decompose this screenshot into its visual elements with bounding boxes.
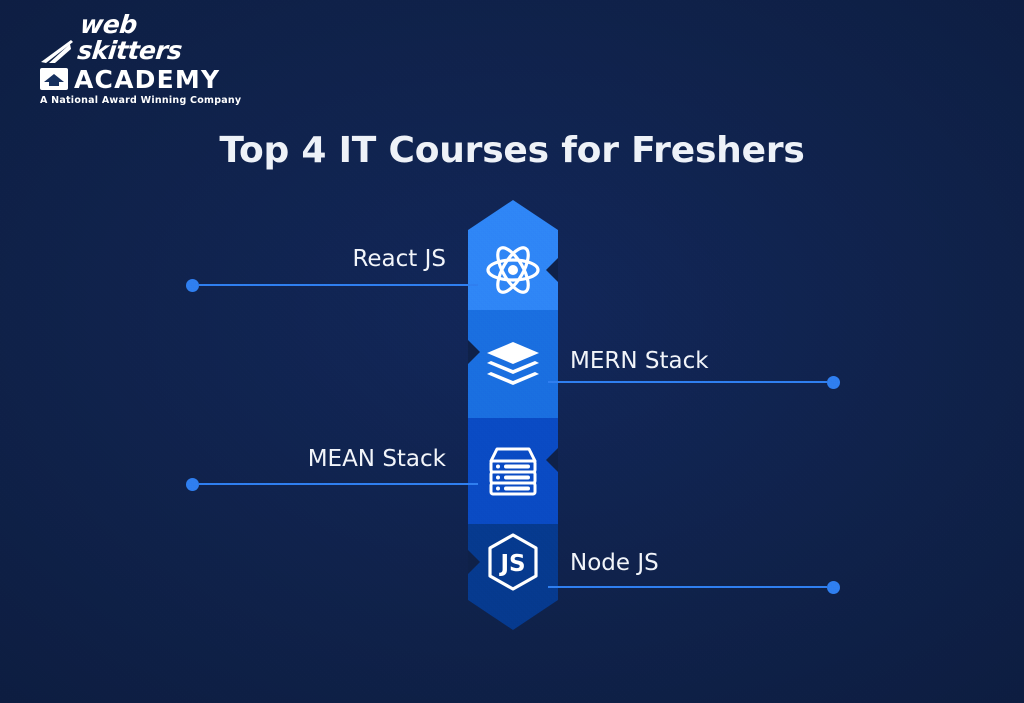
leader-line-2 (548, 375, 840, 389)
leader-stroke-3 (199, 483, 478, 485)
stacked-layers-icon (468, 310, 558, 418)
leader-dot-3 (186, 477, 199, 491)
nodejs-hexagon-js-icon: JS (468, 524, 558, 600)
brand-logo: web skitters ACADEMY A National Award Wi… (40, 10, 242, 106)
logo-tagline: A National Award Winning Company (40, 95, 242, 106)
leader-line-1 (186, 278, 478, 292)
server-rack-icon (468, 418, 558, 524)
leader-line-3 (186, 477, 478, 491)
leader-dot-1 (186, 278, 199, 292)
svg-text:JS: JS (498, 551, 525, 577)
leader-dot-4 (827, 580, 840, 594)
logo-academy-text: ACADEMY (74, 64, 221, 94)
label-node-js: Node JS (570, 550, 659, 576)
notch-left-2 (468, 340, 480, 364)
leader-stroke-1 (199, 284, 478, 286)
label-mern-stack: MERN Stack (570, 348, 709, 374)
leader-stroke-2 (548, 381, 827, 383)
notch-right-1 (546, 258, 558, 282)
swoosh-icon (40, 38, 76, 64)
leader-dot-2 (827, 375, 840, 389)
logo-academy-row: ACADEMY (40, 66, 230, 92)
react-atom-icon (468, 230, 558, 310)
label-mean-stack: MEAN Stack (307, 446, 446, 472)
banner-column: JS (468, 200, 558, 630)
label-react-js: React JS (352, 246, 446, 272)
logo-brand-name: web skitters (76, 10, 184, 65)
page-title: Top 4 IT Courses for Freshers (219, 130, 805, 171)
logo-wordmark-row: web skitters (40, 10, 230, 65)
graduation-cap-icon (40, 68, 68, 90)
leader-line-4 (548, 580, 840, 594)
leader-stroke-4 (548, 586, 827, 588)
notch-right-3 (546, 448, 558, 472)
notch-left-4 (468, 550, 480, 574)
